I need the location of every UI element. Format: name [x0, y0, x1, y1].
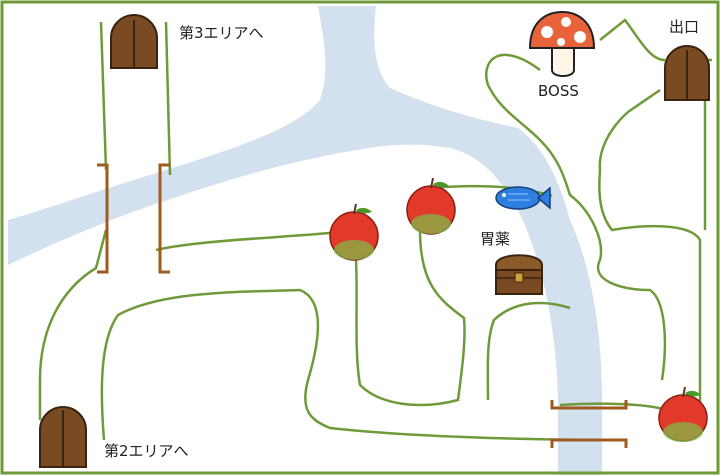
treasure-chest-icon[interactable] [495, 254, 543, 295]
area3-label: 第3エリアへ [179, 24, 264, 42]
apple-icon[interactable] [329, 203, 379, 261]
river [8, 6, 602, 475]
door-icon[interactable] [664, 45, 710, 101]
boss-label: BOSS [538, 82, 579, 100]
exit-label: 出口 [669, 18, 700, 36]
fish-icon[interactable] [495, 186, 551, 210]
area2-label: 第2エリアへ [104, 442, 189, 460]
bridge-icon[interactable] [550, 400, 628, 448]
item-label: 胃薬 [480, 230, 511, 248]
bridge-icon[interactable] [97, 163, 170, 274]
apple-icon[interactable] [406, 177, 456, 235]
door-icon[interactable] [110, 14, 158, 69]
apple-icon[interactable] [658, 386, 708, 442]
mushroom-icon[interactable] [528, 10, 596, 77]
door-icon[interactable] [39, 406, 87, 468]
